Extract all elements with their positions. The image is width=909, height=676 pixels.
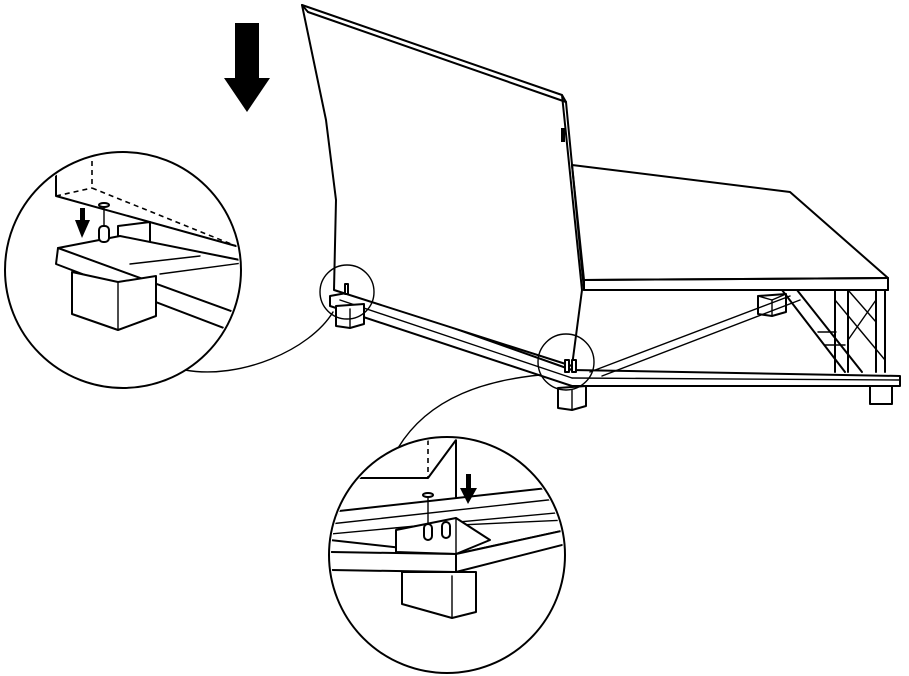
platform-panel xyxy=(571,164,889,291)
front-pin xyxy=(422,492,434,541)
leader-line-front xyxy=(397,374,541,449)
pins-front xyxy=(564,359,577,373)
corner-foot-right xyxy=(869,385,893,405)
leader-line-left xyxy=(184,311,334,373)
truss-support xyxy=(781,289,886,373)
main-down-arrow-icon xyxy=(224,23,270,112)
front-pin-arrow-icon xyxy=(460,474,477,504)
corner-foot-left xyxy=(335,303,365,329)
support-foot-block xyxy=(757,293,787,317)
corner-foot-front xyxy=(557,385,587,411)
left-pin xyxy=(98,202,110,243)
callout-ring-front xyxy=(537,333,595,391)
left-pin-arrow-icon xyxy=(75,208,90,238)
tall-panel xyxy=(301,4,585,367)
left-detail-callout xyxy=(4,151,242,389)
front-detail-callout xyxy=(328,436,566,674)
pins-left xyxy=(344,283,349,295)
base-rail-frame xyxy=(329,291,901,387)
callout-ring-left xyxy=(319,264,375,320)
front-pin-receiver xyxy=(441,521,451,539)
